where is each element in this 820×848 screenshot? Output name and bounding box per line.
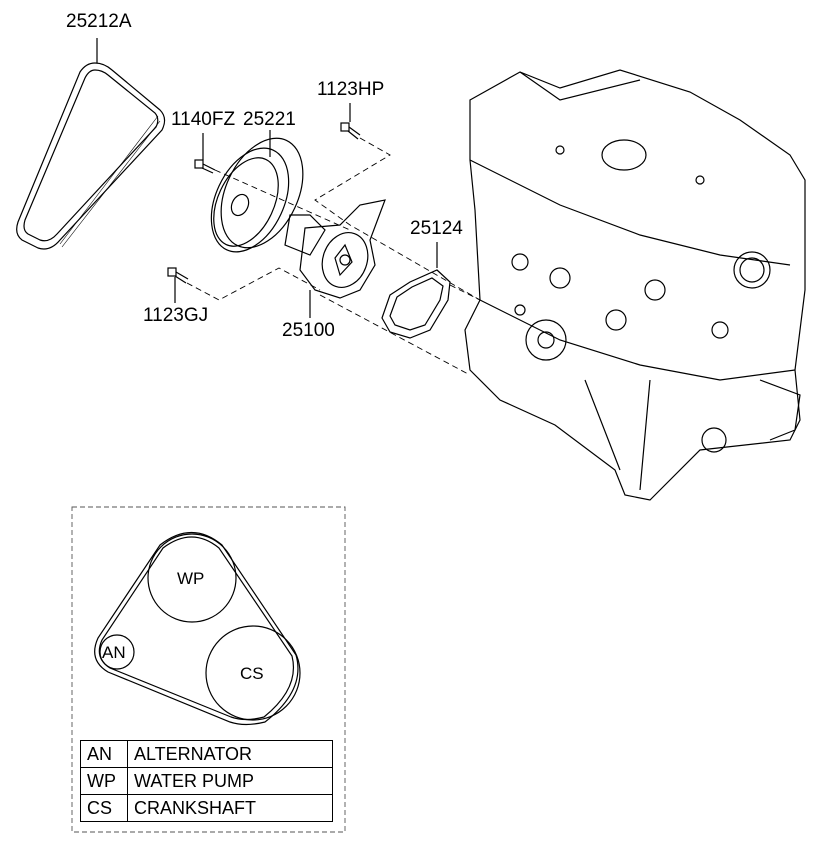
wp-pulley xyxy=(147,533,237,623)
bolt-1123hp xyxy=(340,122,361,140)
belt-routing-frame xyxy=(71,506,346,833)
assembly-lines xyxy=(186,137,481,376)
gasket-25124 xyxy=(381,269,451,339)
engine-block xyxy=(464,69,806,501)
drive-belt xyxy=(16,62,166,250)
legend-name: ALTERNATOR xyxy=(127,740,333,768)
an-label: AN xyxy=(102,643,126,662)
legend-code: WP xyxy=(80,767,128,795)
label-1123gj: 1123GJ xyxy=(143,305,209,326)
cs-pulley xyxy=(205,625,301,721)
legend-code: CS xyxy=(80,794,128,822)
an-pulley xyxy=(99,634,135,670)
legend-code: AN xyxy=(80,740,128,768)
label-1123hp: 1123HP xyxy=(317,79,385,100)
label-25221: 25221 xyxy=(243,109,296,130)
label-1140fz: 1140FZ xyxy=(171,109,236,130)
label-25212a: 25212A xyxy=(66,11,132,32)
cs-label: CS xyxy=(240,664,264,683)
legend-name: CRANKSHAFT xyxy=(127,794,333,822)
water-pump-25100 xyxy=(284,199,386,299)
pulley-25221 xyxy=(210,137,304,253)
label-25100: 25100 xyxy=(282,320,335,341)
bolt-1140fz xyxy=(194,159,216,174)
wp-label: WP xyxy=(177,569,205,588)
bolt-1123gj xyxy=(167,267,189,284)
belt-routing-diagram xyxy=(94,532,301,726)
legend-name: WATER PUMP xyxy=(127,767,333,795)
leader-lines xyxy=(96,38,438,318)
label-25124: 25124 xyxy=(410,218,463,239)
